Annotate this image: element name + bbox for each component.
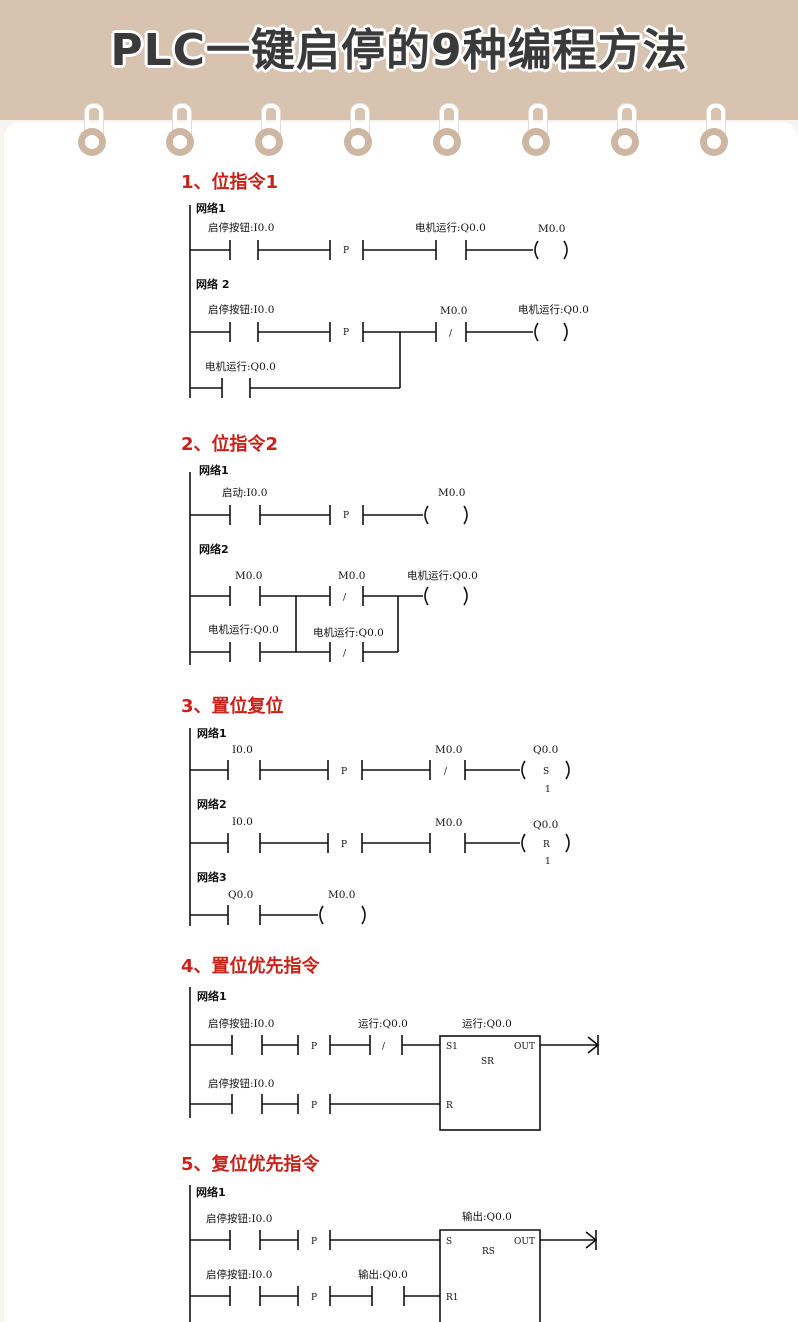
binder-ring [166, 104, 196, 160]
contact-label: M0.0 [435, 817, 462, 829]
network-label: 网络1 [196, 1185, 226, 1199]
contact-label: M0.0 [235, 570, 262, 582]
edge-symbol: P [343, 511, 349, 521]
sr-set-pin: S1 [446, 1042, 458, 1052]
network-label: 网络1 [197, 989, 227, 1003]
edge-symbol: P [341, 840, 347, 850]
nc-symbol: / [343, 593, 347, 603]
edge-symbol: P [343, 246, 349, 256]
section-title-3: 3、置位复位 [181, 696, 284, 717]
binder-ring [700, 104, 730, 160]
contact-label: 启停按钮:I0.0 [206, 1212, 272, 1225]
contact-label: I0.0 [232, 744, 253, 756]
section-title-1: 1、位指令1 [181, 172, 279, 193]
rs-block-name: RS [482, 1247, 495, 1257]
binder-ring [255, 104, 285, 160]
block-label: 运行:Q0.0 [462, 1017, 512, 1030]
sr-block-name: SR [481, 1057, 494, 1067]
network-label: 网络2 [199, 542, 229, 556]
coil-count: 1 [545, 857, 551, 867]
contact-label: I0.0 [232, 816, 253, 828]
notebook-paper [4, 122, 798, 1322]
network-label: 网络3 [197, 870, 227, 884]
rs-set-pin: S [446, 1237, 452, 1247]
sr-reset-pin: R [446, 1101, 453, 1111]
nc-symbol: / [382, 1042, 386, 1052]
contact-label: 输出:Q0.0 [358, 1268, 408, 1281]
contact-label: Q0.0 [228, 889, 253, 901]
nc-symbol: / [343, 649, 347, 659]
coil-label: M0.0 [328, 889, 355, 901]
contact-label: 启停按钮:I0.0 [208, 1017, 274, 1030]
contact-label: 启动:I0.0 [222, 486, 267, 499]
binder-ring [78, 104, 108, 160]
binder-ring [433, 104, 463, 160]
set-symbol: S [543, 767, 549, 777]
sr-out-pin: OUT [514, 1042, 535, 1052]
contact-label: M0.0 [338, 570, 365, 582]
section-title-2: 2、位指令2 [181, 434, 279, 455]
contact-label: 电机运行:Q0.0 [205, 360, 276, 373]
edge-symbol: P [311, 1042, 317, 1052]
network-label: 网络1 [197, 726, 227, 740]
contact-label: M0.0 [440, 305, 467, 317]
coil-label: Q0.0 [533, 819, 558, 831]
rs-reset-pin: R1 [446, 1293, 459, 1303]
network-label: 网络1 [196, 201, 226, 215]
nc-symbol: / [449, 329, 453, 339]
network-label: 网络 2 [196, 277, 229, 291]
binder-ring [522, 104, 552, 160]
nc-symbol: / [444, 767, 448, 777]
coil-label: 电机运行:Q0.0 [518, 303, 589, 316]
contact-label: 启停按钮:I0.0 [208, 303, 274, 316]
rs-out-pin: OUT [514, 1237, 535, 1247]
section-title-4: 4、置位优先指令 [181, 956, 320, 977]
contact-label: M0.0 [435, 744, 462, 756]
section-title-5: 5、复位优先指令 [181, 1154, 320, 1175]
page-title: PLC一键启停的9种编程方法 [110, 25, 688, 76]
contact-label: 电机运行:Q0.0 [208, 623, 279, 636]
binder-ring [611, 104, 641, 160]
header-band [0, 0, 798, 120]
contact-label: 启停按钮:I0.0 [208, 1077, 274, 1090]
contact-label: 电机运行:Q0.0 [415, 221, 486, 234]
contact-label: 运行:Q0.0 [358, 1017, 408, 1030]
reset-symbol: R [543, 840, 550, 850]
edge-symbol: P [343, 328, 349, 338]
edge-symbol: P [311, 1237, 317, 1247]
block-label: 输出:Q0.0 [462, 1210, 512, 1223]
contact-label: 启停按钮:I0.0 [206, 1268, 272, 1281]
coil-label: 电机运行:Q0.0 [407, 569, 478, 582]
edge-symbol: P [311, 1101, 317, 1111]
contact-label: 电机运行:Q0.0 [313, 626, 384, 639]
contact-label: 启停按钮:I0.0 [208, 221, 274, 234]
coil-label: Q0.0 [533, 744, 558, 756]
coil-label: M0.0 [438, 487, 465, 499]
edge-symbol: P [311, 1293, 317, 1303]
binder-ring [344, 104, 374, 160]
network-label: 网络2 [197, 797, 227, 811]
coil-count: 1 [545, 785, 551, 795]
edge-symbol: P [341, 767, 347, 777]
coil-label: M0.0 [538, 223, 565, 235]
network-label: 网络1 [199, 463, 229, 477]
